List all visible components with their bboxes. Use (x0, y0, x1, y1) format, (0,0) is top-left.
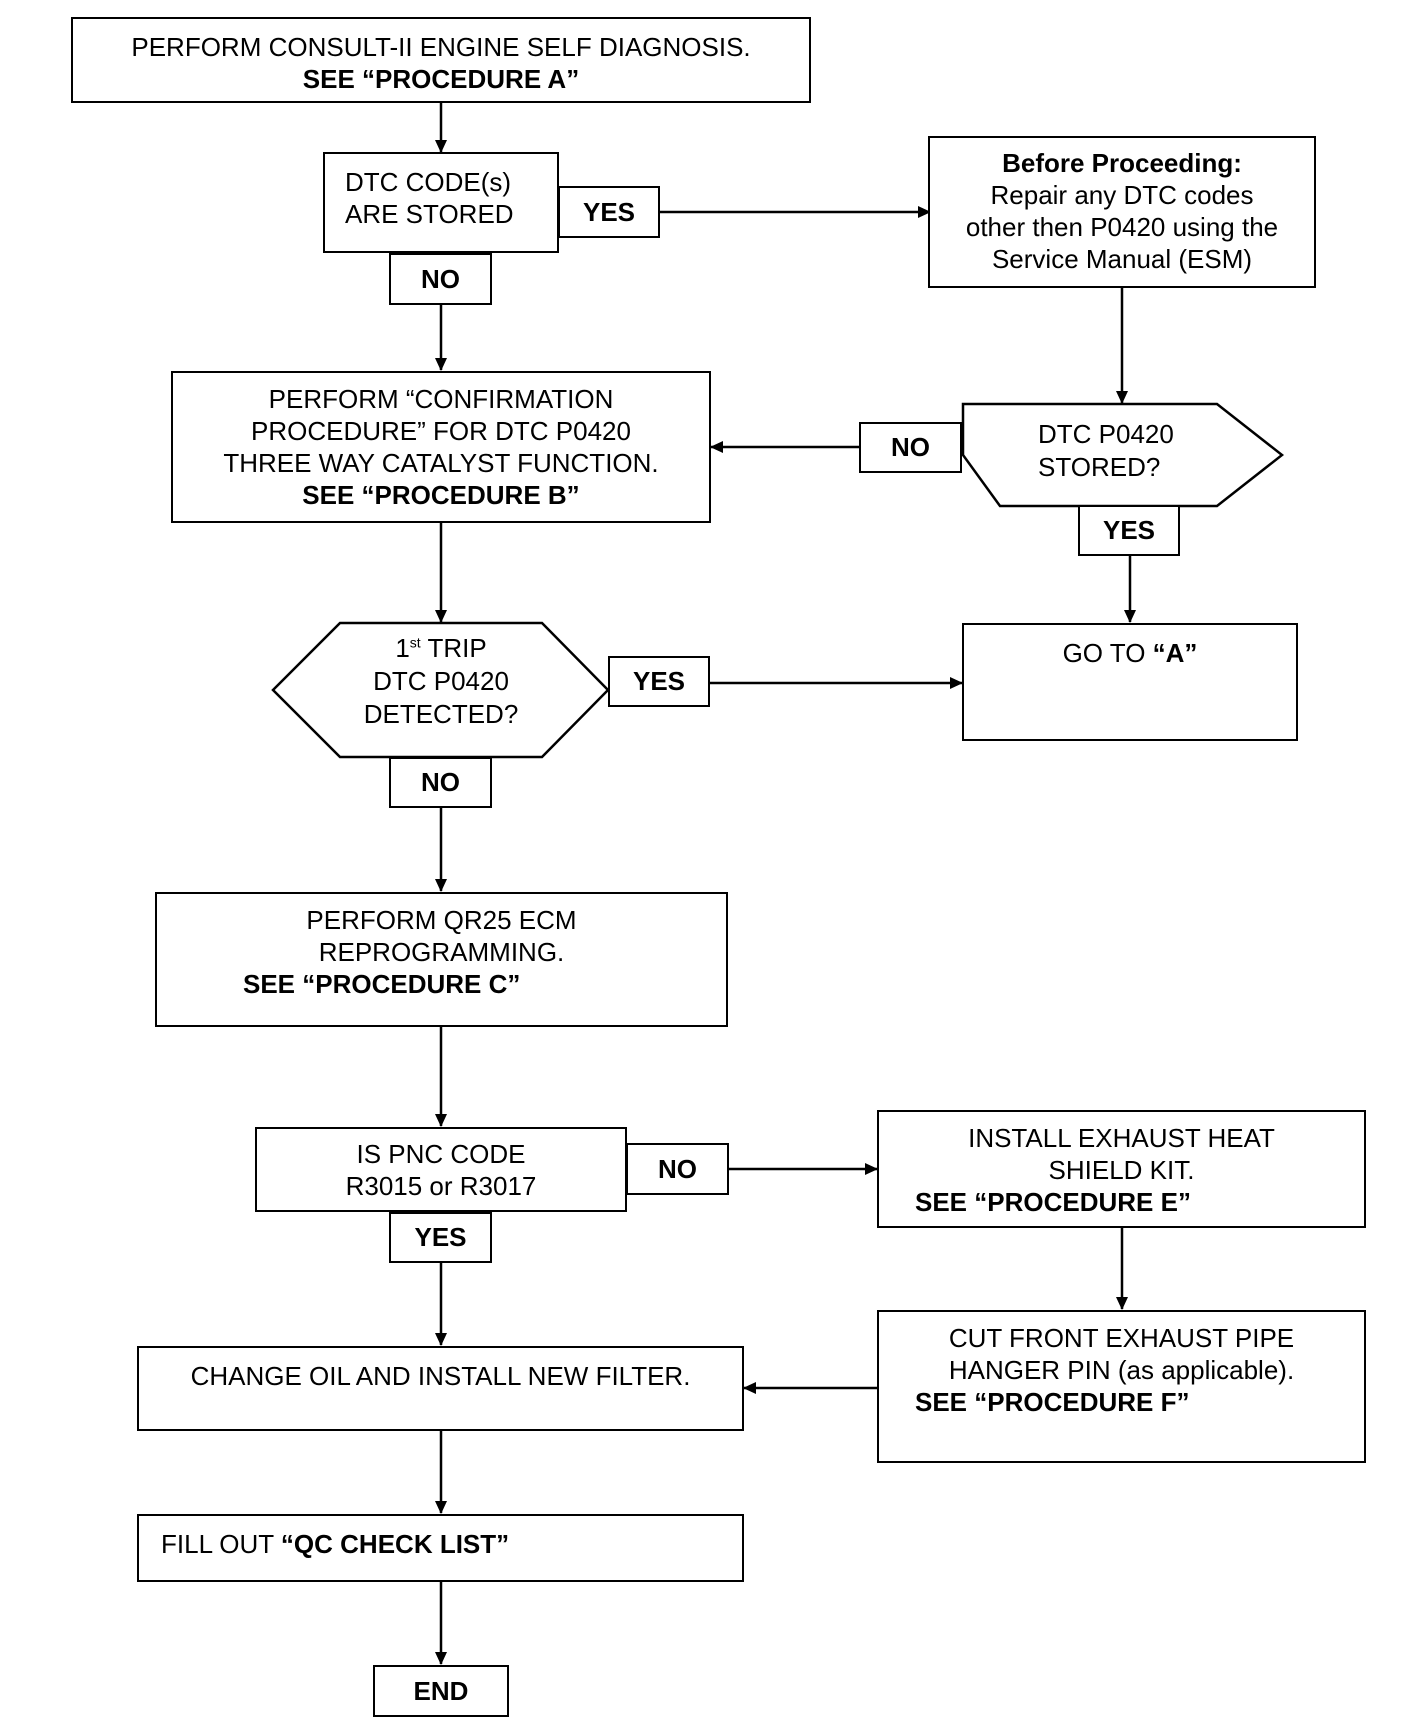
dtc-yes-label: YES (558, 186, 660, 238)
procedure-e-line2: SHIELD KIT. (1048, 1155, 1195, 1185)
qc-check-prefix: FILL OUT (161, 1529, 281, 1559)
procedure-a-line2: SEE “PROCEDURE A” (302, 64, 580, 94)
qc-check-line: FILL OUT “QC CHECK LIST” (161, 1528, 742, 1560)
procedure-c-line2: REPROGRAMMING. (318, 937, 565, 967)
change-oil-text: CHANGE OIL AND INSTALL NEW FILTER. (190, 1361, 691, 1391)
change-oil-box: CHANGE OIL AND INSTALL NEW FILTER. (137, 1346, 744, 1431)
first-trip-yes-label: YES (608, 656, 710, 707)
procedure-e-line1: INSTALL EXHAUST HEAT (968, 1123, 1275, 1153)
pnc-yes-label: YES (389, 1212, 492, 1263)
procedure-f-line2: HANGER PIN (as applicable). (948, 1355, 1295, 1385)
dtc-stored-line2: ARE STORED (345, 199, 514, 229)
procedure-e-line3: SEE “PROCEDURE E” (915, 1187, 1191, 1217)
p0420-stored-line2: STORED? (1038, 452, 1161, 482)
procedure-b-line4: SEE “PROCEDURE B” (302, 480, 580, 510)
first-trip-line3: DETECTED? (363, 699, 519, 729)
first-trip-text: 1st TRIP DTC P0420 DETECTED? (300, 632, 582, 731)
first-trip-no-label: NO (389, 757, 492, 808)
first-trip-line2: DTC P0420 (373, 666, 509, 696)
procedure-e-box: INSTALL EXHAUST HEAT SHIELD KIT. SEE “PR… (877, 1110, 1366, 1228)
procedure-f-line1: CUT FRONT EXHAUST PIPE (948, 1323, 1295, 1353)
p0420-stored-text: DTC P0420 STORED? (1000, 418, 1220, 484)
dtc-stored-line1: DTC CODE(s) (345, 167, 512, 197)
procedure-c-line1: PERFORM QR25 ECM (306, 905, 577, 935)
pnc-code-box: IS PNC CODE R3015 or R3017 (255, 1127, 627, 1212)
pnc-code-line1: IS PNC CODE (356, 1139, 526, 1169)
p0420-yes-label: YES (1078, 505, 1180, 556)
procedure-c-box: PERFORM QR25 ECM REPROGRAMMING. SEE “PRO… (155, 892, 728, 1027)
before-proceeding-line3: Service Manual (ESM) (991, 244, 1253, 274)
dtc-no-label: NO (389, 253, 492, 305)
procedure-f-box: CUT FRONT EXHAUST PIPE HANGER PIN (as ap… (877, 1310, 1366, 1463)
goto-a-prefix: GO TO (1062, 638, 1153, 668)
before-proceeding-title: Before Proceeding: (1002, 148, 1242, 178)
procedure-c-line3: SEE “PROCEDURE C” (243, 969, 521, 999)
goto-a-line: GO TO “A” (964, 637, 1296, 669)
procedure-b-line1: PERFORM “CONFIRMATION (268, 384, 614, 414)
before-proceeding-box: Before Proceeding: Repair any DTC codes … (928, 136, 1316, 288)
before-proceeding-line1: Repair any DTC codes (990, 180, 1254, 210)
procedure-a-line1: PERFORM CONSULT-II ENGINE SELF DIAGNOSIS… (131, 32, 751, 62)
p0420-stored-decision (961, 402, 1285, 508)
dtc-stored-box: DTC CODE(s) ARE STORED (323, 152, 559, 253)
procedure-b-line2: PROCEDURE” FOR DTC P0420 (251, 416, 631, 446)
procedure-b-line3: THREE WAY CATALYST FUNCTION. (223, 448, 659, 478)
procedure-b-box: PERFORM “CONFIRMATION PROCEDURE” FOR DTC… (171, 371, 711, 523)
first-trip-line1: 1st TRIP (395, 633, 487, 663)
qc-check-bold: “QC CHECK LIST” (280, 1529, 510, 1559)
ordinal-superscript: st (409, 634, 421, 651)
p0420-stored-line1: DTC P0420 (1038, 419, 1174, 449)
procedure-a-box: PERFORM CONSULT-II ENGINE SELF DIAGNOSIS… (71, 17, 811, 103)
pnc-code-line2: R3015 or R3017 (345, 1171, 537, 1201)
goto-a-box: GO TO “A” (962, 623, 1298, 741)
goto-a-target: “A” (1152, 638, 1198, 668)
p0420-no-label: NO (859, 422, 962, 473)
pnc-no-label: NO (626, 1143, 729, 1195)
qc-check-box: FILL OUT “QC CHECK LIST” (137, 1514, 744, 1582)
end-terminal: END (373, 1665, 509, 1717)
before-proceeding-line2: other then P0420 using the (965, 212, 1279, 242)
procedure-f-line3: SEE “PROCEDURE F” (915, 1387, 1190, 1417)
